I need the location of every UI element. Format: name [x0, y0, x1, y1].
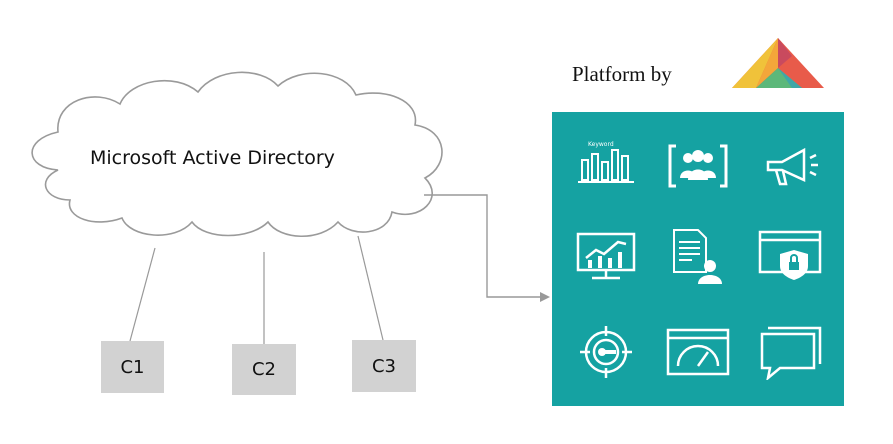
client-label-c3: C3	[371, 355, 397, 377]
client-box-c3: C3	[352, 340, 416, 392]
platform-panel: Keyword	[552, 112, 844, 406]
client-label-c1: C1	[120, 356, 145, 378]
target-key-icon	[580, 326, 632, 378]
cloud-shape	[31, 71, 443, 238]
chat-bubble-icon	[760, 326, 822, 380]
connector-c3	[357, 235, 384, 341]
document-user-icon	[673, 229, 722, 284]
connector-c1	[129, 247, 156, 342]
team-group-icon	[668, 144, 728, 188]
arrow-to-platform	[424, 194, 550, 302]
directory-label: Microsoft Active Directory	[90, 147, 335, 169]
client-label-c2: C2	[251, 359, 277, 380]
speedometer-window-icon	[666, 328, 730, 376]
keyword-badge: Keyword	[588, 141, 614, 148]
monitor-chart-icon	[576, 232, 636, 280]
client-box-c1: C1	[101, 341, 164, 393]
platform-label: Platform by	[572, 62, 672, 86]
browser-lock-icon	[758, 230, 822, 280]
platform-logo	[732, 38, 824, 88]
client-box-c2: C2	[232, 344, 296, 395]
megaphone-icon	[766, 147, 818, 186]
keyword-bar-chart-icon: Keyword	[578, 141, 634, 183]
